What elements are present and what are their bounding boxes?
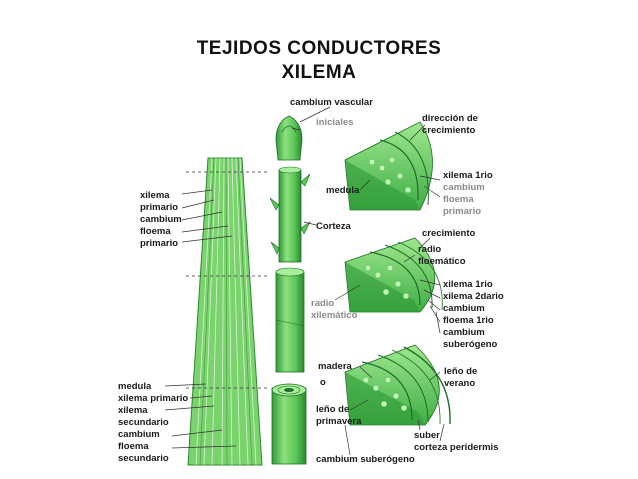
cross-section-primary (344, 121, 433, 211)
labels: cambium vascular iniciales dirección de … (118, 97, 504, 465)
label-xilema-2dario: xilema 2dario (443, 291, 504, 302)
left-top-label-2: cambium (140, 214, 182, 225)
label-crecimiento-b: crecimiento (422, 228, 476, 239)
label-iniciales: iniciales (316, 117, 354, 128)
left-top-label-1: primario (140, 202, 178, 213)
label-crecimiento-a: crecimiento (422, 125, 476, 136)
long-stem-section (186, 157, 268, 466)
label-corteza-peridermis: corteza peridermis (414, 442, 498, 453)
label-radio-x: radio (311, 298, 334, 309)
left-bottom-label-0: medula (118, 381, 152, 392)
label-xilema-1rio-b: xilema 1rio (443, 279, 493, 290)
label-xilema-1rio-a: xilema 1rio (443, 170, 493, 181)
left-bottom-label-5: floema (118, 441, 149, 452)
left-bottom-label-3: secundario (118, 417, 169, 428)
label-cambium-suberogeno: cambium suberógeno (316, 454, 415, 465)
label-cambium-vascular: cambium vascular (290, 97, 373, 108)
label-cambium-b: cambium (443, 303, 485, 314)
label-radio: radio (418, 244, 441, 255)
left-bottom-label-4: cambium (118, 429, 160, 440)
label-corteza: Corteza (316, 221, 352, 232)
label-verano: verano (444, 378, 475, 389)
left-top-label-4: primario (140, 238, 178, 249)
label-o: o (320, 377, 326, 388)
label-madera: madera (318, 361, 353, 372)
label-primavera: primavera (316, 416, 362, 427)
label-floematico: floemático (418, 256, 466, 267)
left-bottom-label-2: xilema (118, 405, 148, 416)
page-title-line2: XILEMA (281, 62, 357, 83)
label-suber: suber (414, 430, 440, 441)
left-bottom-label-1: xilema primario (118, 393, 188, 404)
left-top-label-0: xilema (140, 190, 170, 201)
page-title-line1: TEJIDOS CONDUCTORES (196, 38, 442, 59)
label-xilematico: xilemático (311, 310, 358, 321)
label-leno-de2: leño de (444, 366, 477, 377)
segmented-stem (269, 115, 311, 465)
label-direccion: dirección de (422, 113, 478, 124)
label-cambium-a: cambium (443, 182, 485, 193)
label-primario-a: primario (443, 206, 481, 217)
left-bottom-label-6: secundario (118, 453, 169, 464)
label-floema-a: floema (443, 194, 474, 205)
label-suberogeno: suberógeno (443, 339, 498, 350)
label-cambium-b2: cambium (443, 327, 485, 338)
label-leno-de: leño de (316, 404, 349, 415)
label-floema-1rio: floema 1rio (443, 315, 494, 326)
left-top-label-3: floema (140, 226, 171, 237)
cross-section-wood (344, 344, 451, 426)
label-medula-a: medula (326, 185, 360, 196)
